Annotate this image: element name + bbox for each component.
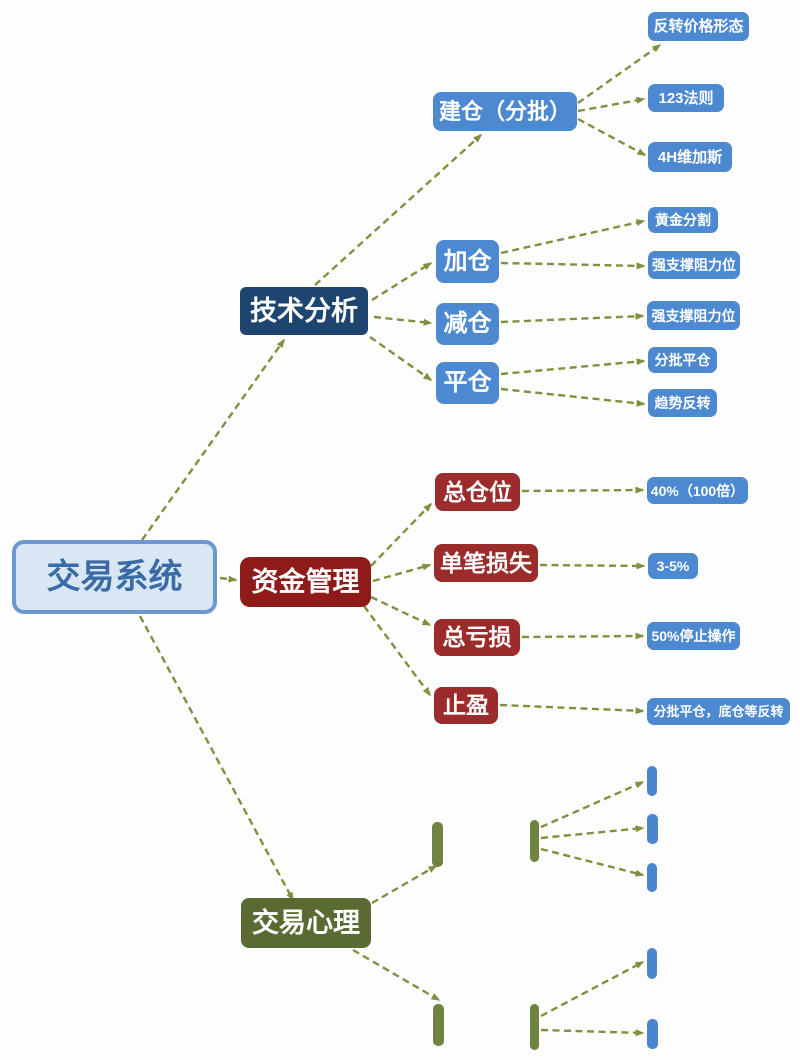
branch-money-management: 资金管理 — [240, 557, 371, 607]
leaf-strong-support-resistance-1: 强支撑阻力位 — [648, 251, 740, 279]
stub-leaf-upper-2 — [647, 814, 658, 844]
connector-edge-22 — [138, 615, 295, 902]
connector-edge-14 — [370, 502, 433, 567]
stub-psych-upper-a — [432, 822, 443, 867]
leaf-batch-close-base-wait-reversal: 分批平仓，底仓等反转 — [647, 698, 790, 725]
connector-edge-27 — [540, 847, 645, 877]
leaf-batch-close: 分批平仓 — [648, 347, 717, 373]
leaf-123-rule: 123法则 — [648, 84, 724, 112]
stub-psych-upper-b — [530, 820, 539, 862]
connector-edge-13 — [219, 575, 238, 583]
connector-edge-2 — [371, 261, 433, 302]
node-single-trade-loss: 单笔损失 — [434, 544, 538, 582]
node-reduce-position: 减仓 — [436, 303, 499, 345]
leaf-3-5pct: 3-5% — [648, 553, 698, 579]
node-total-position: 总仓位 — [435, 473, 520, 511]
connector-edge-26 — [540, 825, 645, 840]
connector-edge-15 — [372, 563, 432, 583]
connector-edge-7 — [577, 117, 647, 157]
connector-edge-8 — [500, 219, 646, 255]
connector-edge-12 — [500, 387, 646, 407]
leaf-50pct-stop: 50%停止操作 — [647, 622, 740, 650]
leaf-reversal-price-pattern: 反转价格形态 — [648, 12, 749, 41]
connector-edge-0 — [141, 338, 285, 541]
connector-edge-29 — [540, 1028, 645, 1037]
stub-psych-lower-b — [530, 1004, 539, 1050]
node-take-profit: 止盈 — [434, 687, 498, 724]
connector-edge-21 — [499, 703, 645, 715]
node-close-position: 平仓 — [436, 362, 499, 404]
stub-leaf-lower-2 — [647, 1019, 658, 1049]
connector-edge-9 — [500, 261, 646, 270]
connector-edge-4 — [369, 336, 433, 381]
leaf-strong-support-resistance-2: 强支撑阻力位 — [647, 301, 740, 330]
root-trading-system: 交易系统 — [12, 540, 217, 614]
stub-leaf-upper-3 — [647, 863, 657, 892]
connector-edge-28 — [540, 960, 645, 1018]
connector-edge-23 — [371, 864, 438, 905]
node-open-position-batches: 建仓（分批） — [433, 92, 577, 131]
node-total-drawdown: 总亏损 — [434, 619, 520, 656]
connector-edge-17 — [363, 605, 431, 697]
connector-edge-1 — [314, 133, 483, 286]
stub-psych-lower-a — [433, 1004, 444, 1046]
connector-edge-11 — [500, 358, 646, 376]
branch-trading-psychology: 交易心理 — [241, 898, 371, 948]
connector-edge-20 — [521, 632, 645, 640]
connector-edge-18 — [521, 486, 645, 494]
branch-technical-analysis: 技术分析 — [240, 287, 368, 335]
leaf-trend-reversal: 趋势反转 — [648, 389, 717, 417]
connector-edge-10 — [500, 312, 645, 324]
node-add-position: 加仓 — [436, 240, 499, 283]
leaf-golden-ratio: 黄金分割 — [648, 207, 718, 233]
connector-edge-3 — [373, 315, 433, 326]
connector-edge-24 — [352, 948, 441, 1002]
stub-leaf-lower-1 — [647, 948, 657, 979]
leaf-40pct-100x: 40%（100倍） — [647, 477, 748, 504]
connector-edge-5 — [577, 44, 662, 104]
connector-edge-19 — [539, 562, 646, 570]
leaf-4h-vegas: 4H维加斯 — [648, 142, 732, 172]
connector-edge-25 — [540, 780, 645, 829]
stub-leaf-upper-1 — [647, 766, 657, 796]
